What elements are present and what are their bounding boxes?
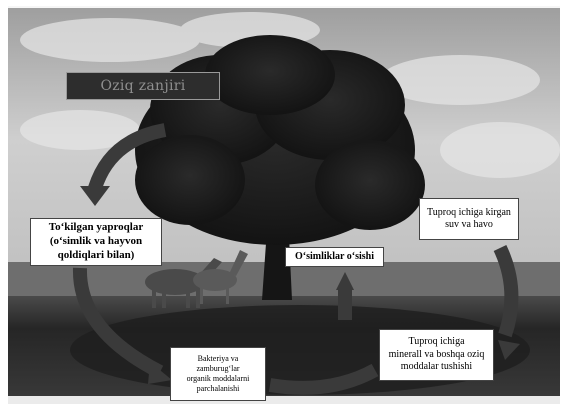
label-bacteria: Bakteriya va zamburug‘lar organik moddal… — [170, 347, 266, 401]
arrow-bacteria-to-minerals — [268, 363, 379, 395]
arrowhead-minerals — [498, 340, 520, 360]
label-water-air-line-1: Tuproq ichiga kirgan — [427, 206, 511, 218]
tree-crown — [135, 35, 425, 245]
arrow-canopy-to-leaves — [88, 123, 167, 191]
label-minerals: Tuproq ichiga minerall va boshqa oziq mo… — [379, 329, 494, 381]
label-bacteria-line-4: parchalanishi — [196, 384, 240, 393]
arrowhead-leaves — [80, 186, 110, 206]
label-plant-growth: O‘simliklar o‘sishi — [285, 247, 384, 267]
label-fallen-leaves-line-3: qoldiqlari bilan) — [57, 248, 135, 261]
deer-figures — [145, 250, 248, 308]
cycle-arrows — [72, 123, 519, 395]
label-fallen-leaves-line-2: (o‘simlik va hayvon — [49, 235, 143, 248]
label-bacteria-line-1: Bakteriya va — [197, 354, 239, 363]
label-bacteria-line-2: zamburug‘lar — [196, 364, 240, 373]
label-fallen-leaves: To‘kilgan yaproqlar (o‘simlik va hayvon … — [30, 218, 162, 266]
label-plant-growth-line-1: O‘simliklar o‘sishi — [295, 250, 374, 262]
label-fallen-leaves-line-1: To‘kilgan yaproqlar — [48, 221, 144, 234]
arrow-minerals-to-water — [493, 244, 519, 338]
diagram-title: Oziq zanjiri — [66, 72, 220, 100]
label-minerals-line-1: Tuproq ichiga — [408, 336, 465, 348]
arrowhead-plants — [336, 272, 354, 290]
clouds — [20, 12, 560, 178]
label-water-air-line-2: suv va havo — [445, 219, 493, 230]
arrow-heads — [80, 186, 520, 384]
arrow-leaves-to-bacteria — [72, 267, 164, 379]
label-bacteria-line-3: organik moddalarni — [186, 374, 250, 383]
label-minerals-line-2: minerall va boshqa oziq — [388, 348, 485, 360]
arrowhead-bacteria — [148, 362, 172, 384]
label-water-air: Tuproq ichiga kirgan suv va havo — [419, 198, 519, 240]
label-minerals-line-3: moddalar tushishi — [400, 361, 473, 373]
